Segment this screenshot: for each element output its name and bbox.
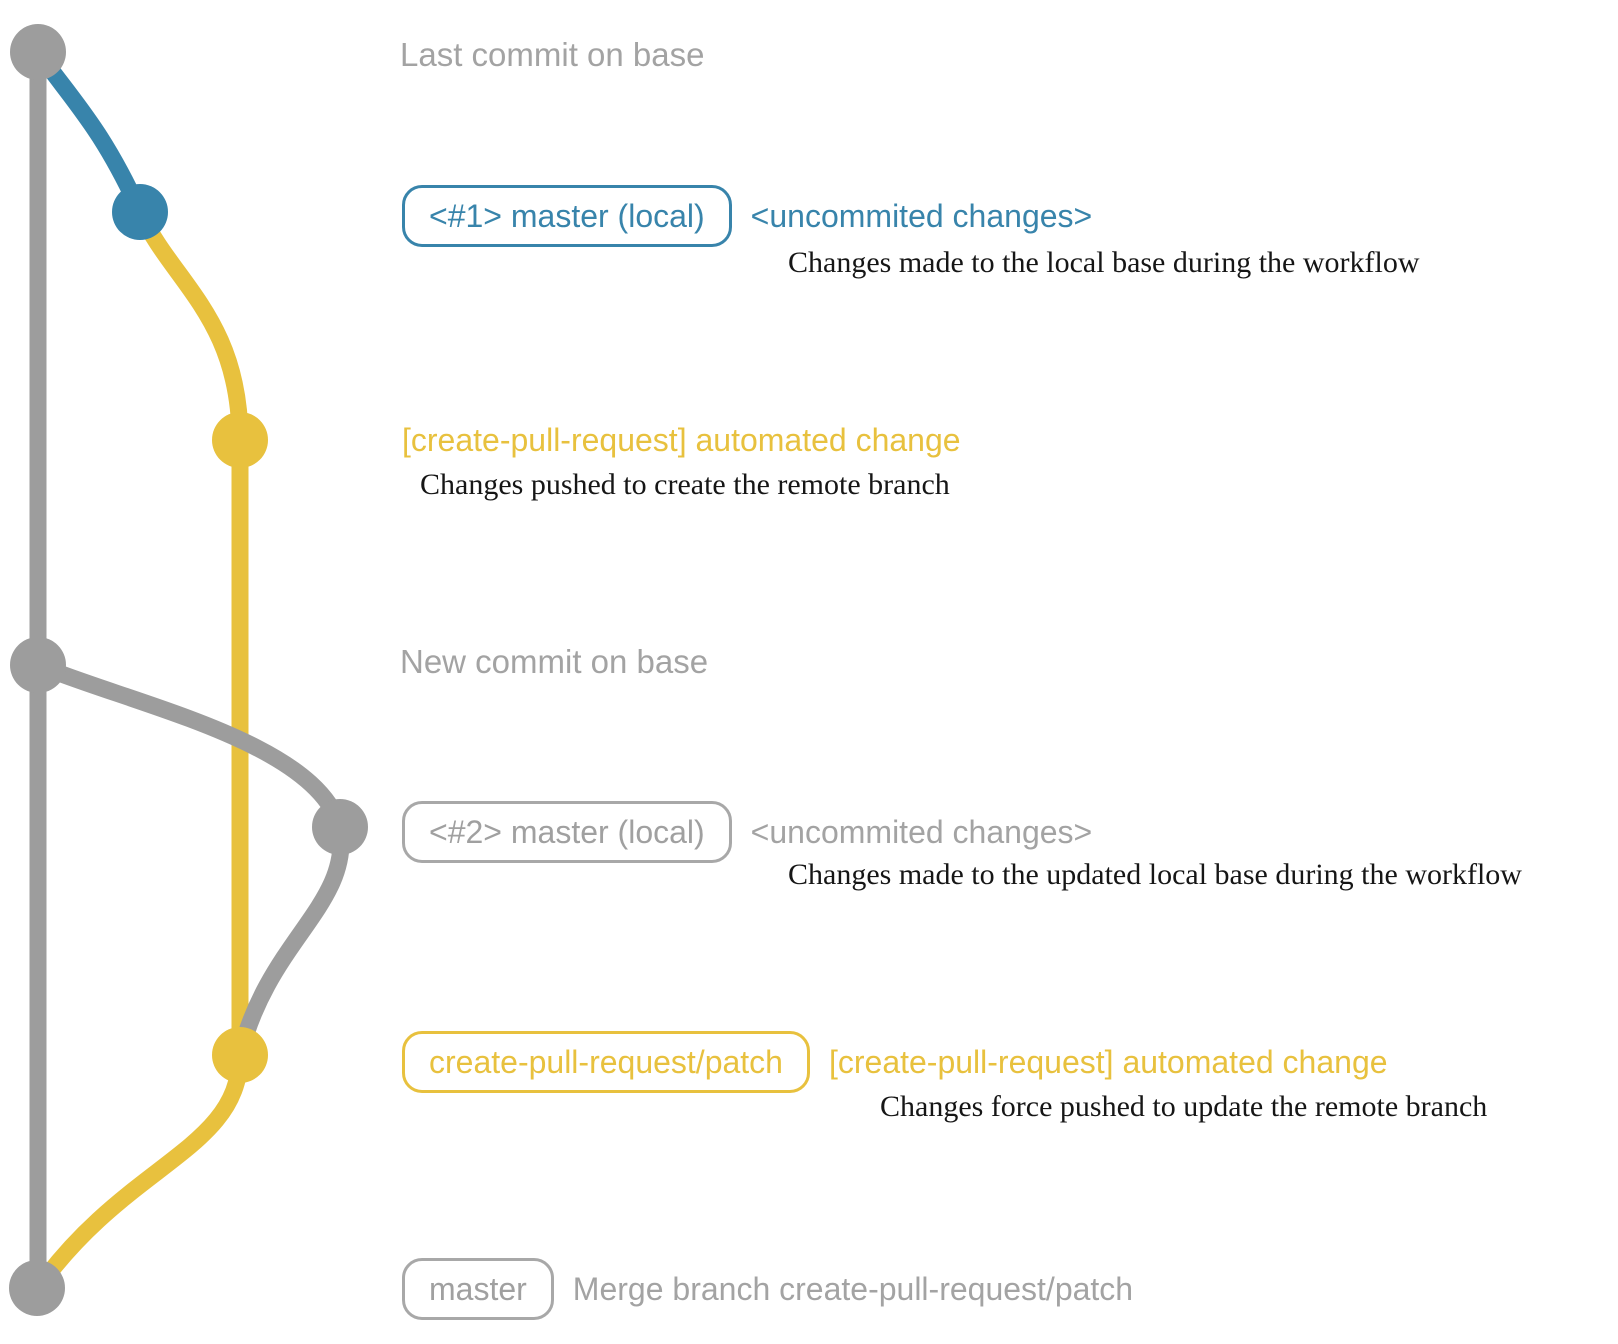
branch-badge-master-local-1: <#1> master (local) <box>402 185 732 247</box>
merge-message: Merge branch create-pull-request/patch <box>572 1271 1134 1307</box>
commit2-description: Changes made to the updated local base d… <box>788 858 1522 891</box>
patch1-message: [create-pull-request] automated change <box>402 422 961 458</box>
commit-dot-last-base <box>10 24 66 80</box>
branch-badge-master: master <box>402 1258 554 1320</box>
label-last-commit-on-base: Last commit on base <box>400 36 705 73</box>
commit-dot-patch-1 <box>212 412 268 468</box>
patch2-message: [create-pull-request] automated change <box>828 1044 1388 1080</box>
local-branch-line <box>29 43 149 221</box>
branch-badge-create-pull-request-patch: create-pull-request/patch <box>402 1031 810 1093</box>
merge-row: master Merge branch create-pull-request/… <box>402 1258 1133 1320</box>
commit2-row: <#2> master (local) <uncommited changes> <box>402 801 1092 863</box>
label-new-commit-on-base: New commit on base <box>400 643 709 680</box>
patch1-description: Changes pushed to create the remote bran… <box>420 468 950 501</box>
commit-dot-local-1 <box>112 184 168 240</box>
commit2-message: <uncommited changes> <box>750 814 1093 850</box>
branch-badge-master-local-2: <#2> master (local) <box>402 801 732 863</box>
commit-graph <box>9 24 368 1316</box>
rebased-local-branch-line <box>29 656 350 1064</box>
commit-dot-merge <box>9 1260 65 1316</box>
commit1-description: Changes made to the local base during th… <box>788 246 1420 279</box>
commit1-row: <#1> master (local) <uncommited changes> <box>402 185 1092 247</box>
patch2-description: Changes force pushed to update the remot… <box>880 1090 1488 1123</box>
commit-dot-patch-2 <box>212 1027 268 1083</box>
patch2-row: create-pull-request/patch [create-pull-r… <box>402 1031 1388 1093</box>
patch-branch-line <box>29 203 249 1297</box>
commit-dot-new-base <box>10 637 66 693</box>
commit-dot-local-2 <box>312 799 368 855</box>
commit1-message: <uncommited changes> <box>750 198 1093 234</box>
